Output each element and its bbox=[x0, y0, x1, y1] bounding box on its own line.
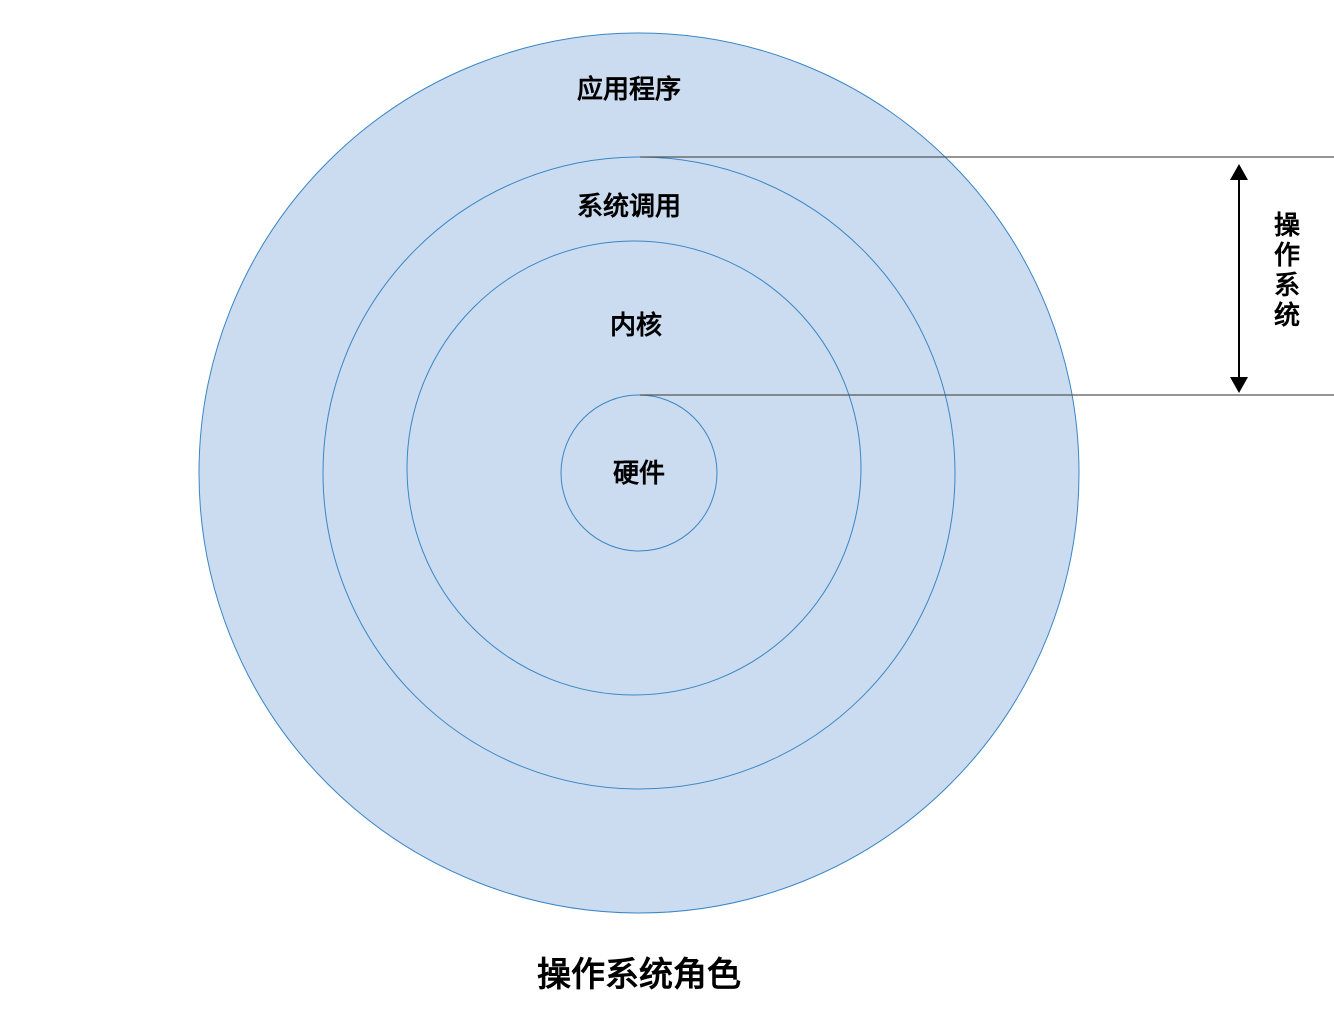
layer-label-syscalls: 系统调用 bbox=[577, 191, 681, 222]
bracket-label-char: 系 bbox=[1274, 271, 1300, 301]
bracket-label-char: 操 bbox=[1274, 211, 1301, 241]
layer-label-hardware: 硬件 bbox=[613, 459, 665, 489]
bracket-label-char: 统 bbox=[1274, 300, 1300, 331]
diagram-title: 操作系统角色 bbox=[537, 955, 741, 995]
layer-hardware-circle bbox=[560, 394, 718, 552]
layer-label-applications: 应用程序 bbox=[577, 74, 681, 105]
double-arrow-icon bbox=[1230, 164, 1248, 393]
layer-label-kernel: 内核 bbox=[610, 310, 662, 341]
bracket-label-char: 作 bbox=[1274, 241, 1300, 271]
